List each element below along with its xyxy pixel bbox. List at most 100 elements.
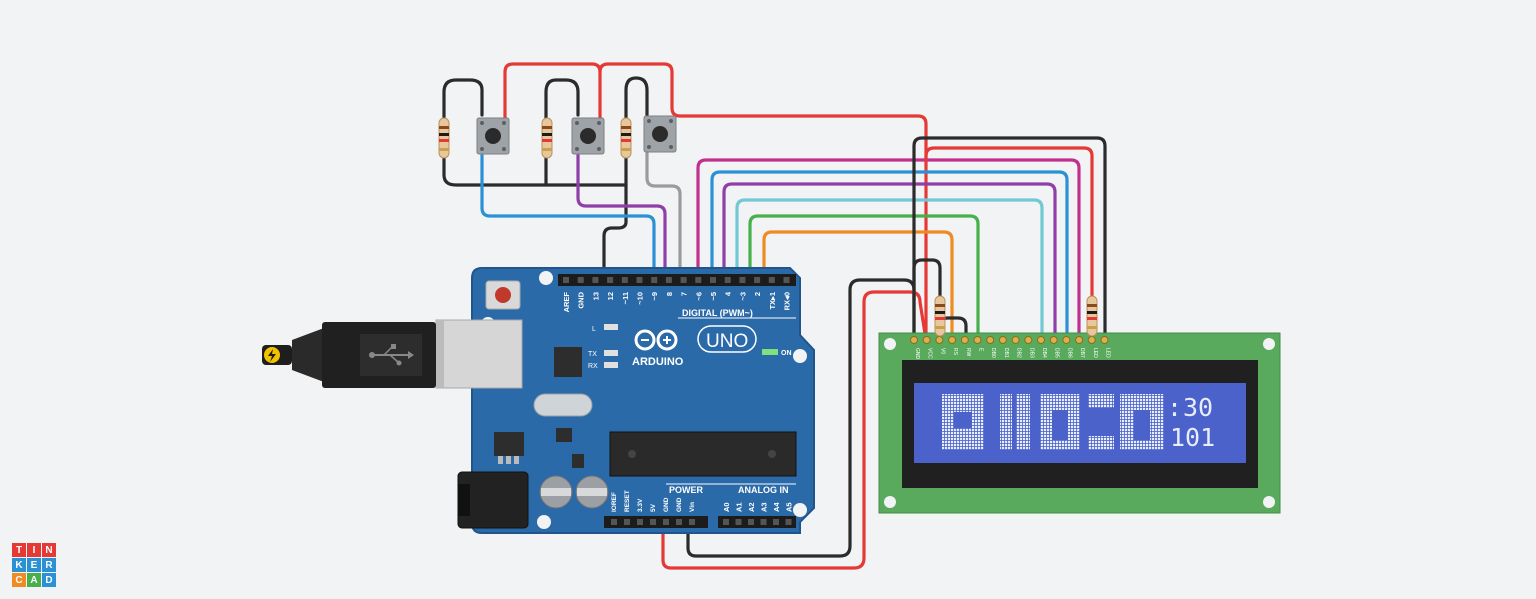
lcd-pin[interactable]: [935, 336, 944, 344]
wires: [442, 62, 1107, 570]
lcd-pin[interactable]: [960, 336, 969, 344]
wire-purple-pin5-lcd[interactable]: [722, 182, 1057, 342]
digital-pin-socket[interactable]: [665, 277, 672, 283]
digital-pin-socket[interactable]: [695, 277, 702, 283]
lcd-pin[interactable]: [998, 336, 1007, 344]
lcd-pin[interactable]: [1075, 336, 1084, 344]
lcd-mount-hole: [884, 496, 896, 508]
digital-pin-socket[interactable]: [651, 277, 658, 283]
power-pin-socket[interactable]: [611, 519, 617, 525]
wire-magenta-pin7-lcd[interactable]: [696, 158, 1081, 342]
digital-sockets: [563, 277, 790, 283]
lcd-pin[interactable]: [1011, 336, 1020, 344]
led-l: [604, 324, 618, 330]
lcd-backlight-resistor[interactable]: [1086, 295, 1098, 337]
digital-pin-socket[interactable]: [739, 277, 746, 283]
button-3[interactable]: [643, 115, 677, 153]
lcd-pin-label: LED: [1092, 348, 1098, 358]
power-pin-label: RESET: [624, 490, 631, 512]
button-1[interactable]: [476, 117, 510, 155]
wire-red-button-vcc[interactable]: [503, 62, 602, 120]
digital-pin-socket[interactable]: [607, 277, 614, 283]
digital-header[interactable]: [558, 274, 796, 286]
wire-blue-button1-pin10[interactable]: [480, 153, 656, 280]
wire-black-button-gnd-mid[interactable]: [544, 78, 580, 187]
lcd-pin[interactable]: [1037, 336, 1045, 344]
wire-red-lcd-led[interactable]: [924, 146, 1094, 302]
digital-pin-label: 13: [591, 292, 600, 300]
digital-pin-socket[interactable]: [563, 277, 569, 283]
digital-pin-socket[interactable]: [768, 277, 775, 283]
digital-pin-socket[interactable]: [592, 277, 599, 283]
reset-button[interactable]: [485, 280, 521, 310]
wire-black-gnd-lcd[interactable]: [686, 278, 916, 558]
lcd-pin[interactable]: [973, 336, 982, 344]
lcd-pin[interactable]: [1062, 336, 1071, 344]
wire-cyan-pin4-lcd[interactable]: [735, 198, 1044, 342]
analog-pin-label: A1: [735, 502, 744, 512]
wire-black-button-gnd-left[interactable]: [442, 78, 628, 207]
digital-pin-socket[interactable]: [636, 277, 643, 283]
analog-pin-socket[interactable]: [748, 519, 754, 525]
lcd-pin[interactable]: [910, 336, 918, 344]
power-pin-socket[interactable]: [650, 519, 656, 525]
lcd-pin-label: RS: [952, 348, 958, 356]
analog-pin-socket[interactable]: [735, 519, 742, 525]
lcd-pin[interactable]: [922, 336, 931, 344]
analog-header[interactable]: [718, 516, 796, 528]
lcd-pin[interactable]: [1024, 336, 1033, 344]
digital-pin-socket[interactable]: [754, 277, 761, 283]
power-pin-socket[interactable]: [637, 519, 643, 525]
digital-pin-socket[interactable]: [680, 277, 687, 283]
wire-red-button-vcc-right[interactable]: [598, 62, 928, 342]
wire-purple-button2-pin9[interactable]: [576, 153, 667, 280]
wire-green-pin3-lcd[interactable]: [748, 214, 980, 342]
lcd-pin[interactable]: [1087, 336, 1096, 344]
lcd-pin[interactable]: [1049, 336, 1058, 344]
digital-pin-label: ~6: [694, 292, 703, 301]
lcd-pin[interactable]: [948, 336, 957, 344]
logo-letter: R: [42, 558, 56, 572]
power-pin-socket[interactable]: [689, 519, 695, 525]
digital-pin-socket[interactable]: [577, 277, 584, 283]
analog-pin-socket[interactable]: [723, 519, 729, 525]
lcd-contrast-resistor[interactable]: [934, 295, 946, 337]
lcd-pin-label: RW: [965, 348, 971, 357]
lcd-pin[interactable]: [986, 336, 995, 344]
lcd-pin[interactable]: [1100, 336, 1109, 344]
power-pin-socket[interactable]: [624, 519, 630, 525]
digital-pin-socket[interactable]: [621, 277, 628, 283]
led-rx-label: RX: [588, 363, 598, 370]
logo-letter: I: [27, 543, 41, 557]
resistor-2[interactable]: [541, 117, 553, 159]
digital-pin-socket[interactable]: [724, 277, 731, 283]
lcd-pin-label: DB7: [1079, 348, 1085, 358]
wire-black-lcd-led[interactable]: [912, 136, 1107, 342]
digital-pin-label: ~3: [738, 292, 747, 301]
analog-pin-socket[interactable]: [773, 519, 779, 525]
lcd-pin-label: DB6: [1066, 348, 1072, 358]
power-pin-socket[interactable]: [676, 519, 682, 525]
wire-orange-pin2-lcd[interactable]: [762, 230, 954, 342]
wire-blue-pin6-lcd[interactable]: [710, 170, 1069, 342]
digital-pin-socket[interactable]: [783, 277, 790, 283]
analog-pin-socket[interactable]: [760, 519, 767, 525]
power-pin-socket[interactable]: [663, 519, 669, 525]
usb-cable[interactable]: [262, 322, 436, 388]
lcd-pin-label: LED: [1105, 348, 1111, 358]
digital-pin-socket[interactable]: [710, 277, 716, 283]
wire-black-contrast-loop[interactable]: [912, 258, 942, 302]
resistor-3[interactable]: [620, 117, 632, 159]
analog-pin-socket[interactable]: [785, 519, 792, 525]
button-2[interactable]: [571, 117, 605, 155]
power-pin-label: GND: [676, 497, 683, 512]
resistor-1[interactable]: [438, 117, 450, 159]
wire-black-button-gnd-right[interactable]: [624, 76, 649, 187]
wire-gray-button3-pin8[interactable]: [645, 150, 682, 280]
wire-black-gnd-to-arduino[interactable]: [602, 203, 628, 280]
